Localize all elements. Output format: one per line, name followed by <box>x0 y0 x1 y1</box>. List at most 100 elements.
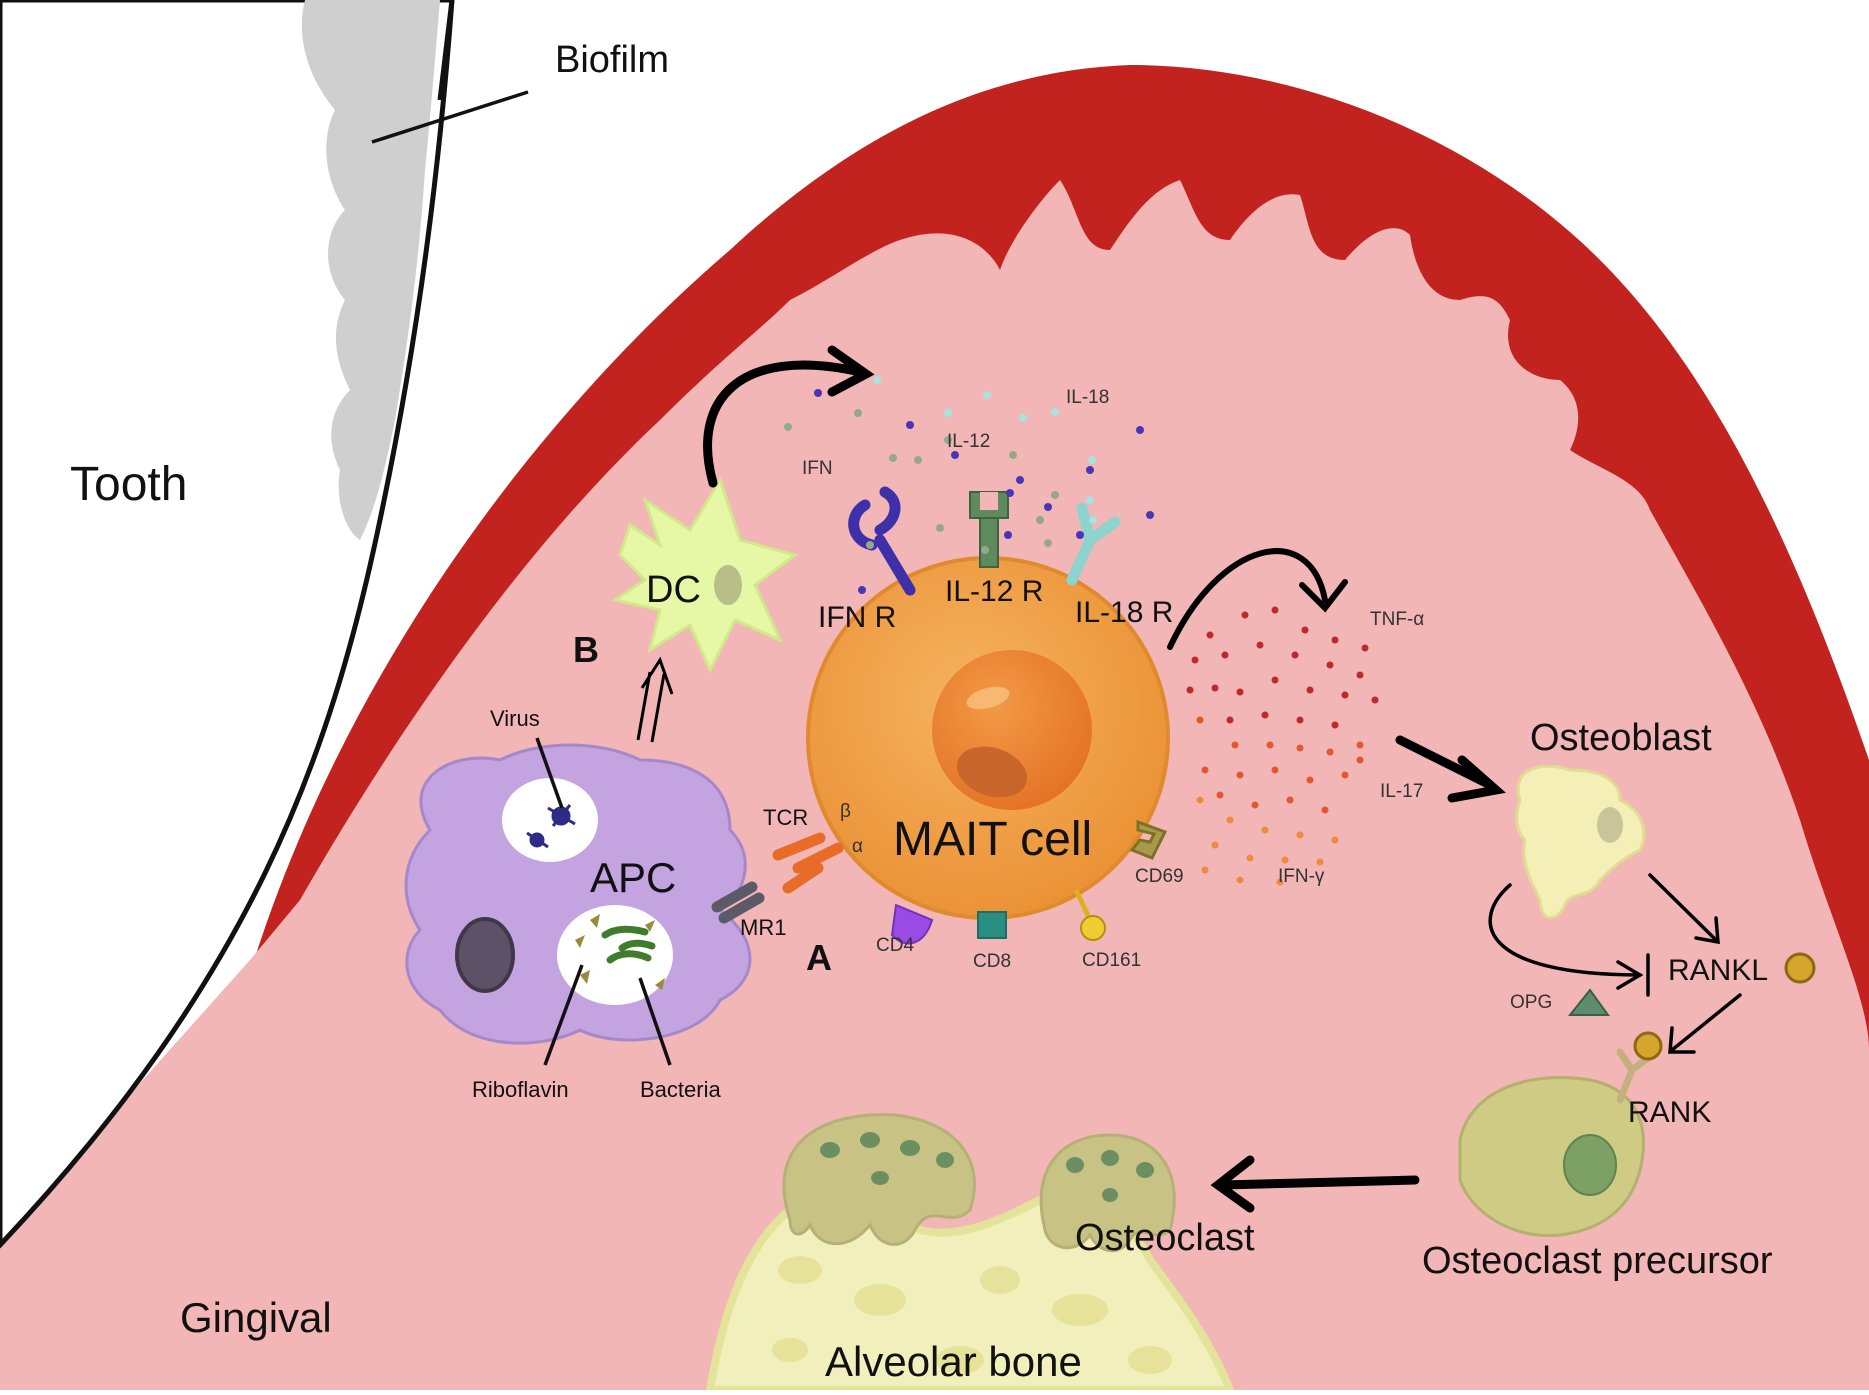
biofilm-label: Biofilm <box>555 39 669 81</box>
cytokine-dot <box>1226 716 1234 724</box>
ifn-receptor-icon <box>848 486 916 596</box>
cytokine-dot <box>1301 626 1309 634</box>
cytokine-dot <box>1211 841 1219 849</box>
cd69-icon <box>1129 819 1168 860</box>
cytokine-dot <box>873 376 881 384</box>
cytokine-dot <box>1044 539 1052 547</box>
tnf-alpha-cytokine-dots <box>1186 606 1379 729</box>
cytokine-dot <box>1246 854 1254 862</box>
cytokine-dot <box>983 391 991 399</box>
dc-to-cytokine-arrow <box>703 345 875 488</box>
cytokine-dot <box>1341 691 1349 699</box>
cytokine-dot <box>1356 741 1364 749</box>
mr1-receptor-icon <box>711 881 765 924</box>
tooth-edge <box>437 0 455 101</box>
cd4-icon <box>890 903 934 945</box>
cytokine-dot <box>1356 671 1364 679</box>
cytokine-dot <box>1261 711 1269 719</box>
cytokine-dot <box>1276 878 1284 886</box>
cytokine-dot <box>1006 489 1014 497</box>
cytokine-dot <box>1009 451 1017 459</box>
il12-label: IL-12 <box>947 431 990 452</box>
opg-inhibition-arrow <box>1488 883 1650 997</box>
precursor-to-osteoclast-arrow <box>1210 1155 1420 1213</box>
cytokine-dot <box>1196 796 1204 804</box>
cytokine-dot <box>1076 531 1084 539</box>
cytokine-dot <box>1211 684 1219 692</box>
cytokine-dot <box>944 409 952 417</box>
riboflavin-label: Riboflavin <box>472 1077 569 1102</box>
cytokine-dot <box>1241 611 1249 619</box>
cytokine-dot <box>1051 408 1059 416</box>
cytokine-dot <box>866 541 874 549</box>
cytokine-dot <box>1051 491 1059 499</box>
marker-a-label: A <box>806 937 832 978</box>
ifn-gamma-cytokine-dots <box>1196 796 1339 886</box>
cytokine-dot <box>1004 531 1012 539</box>
cd69-label: CD69 <box>1135 866 1184 887</box>
alpha-label: α <box>852 836 863 857</box>
dc-cell-icon <box>611 476 799 674</box>
rankl-icon <box>1784 952 1816 984</box>
tooth-label: Tooth <box>70 458 187 511</box>
osteoblast-cell-icon <box>1515 764 1646 919</box>
cytokine-dot <box>1356 756 1364 764</box>
tooth-shape <box>0 0 455 1249</box>
cytokine-dot <box>1326 748 1334 756</box>
alveolar-bone-label: Alveolar bone <box>825 1338 1082 1385</box>
cytokine-dot <box>944 436 952 444</box>
ifn-gamma-label: IFN-γ <box>1278 866 1325 887</box>
cytokine-dot <box>1341 771 1349 779</box>
beta-label: β <box>840 801 851 822</box>
bacteria-icon <box>601 925 656 964</box>
cytokine-dot <box>1316 858 1324 866</box>
cytokine-dot <box>1196 716 1204 724</box>
tcr-receptor-icon <box>772 832 844 894</box>
cytokine-dot <box>1019 414 1027 422</box>
cytokine-dot <box>1271 676 1279 684</box>
opg-label: OPG <box>1510 992 1552 1013</box>
marker-b-label: B <box>573 629 599 670</box>
osteoclast-precursor-label: Osteoclast precursor <box>1422 1240 1773 1282</box>
mait-to-cytokine-arrow <box>1167 548 1348 650</box>
virus-icon <box>526 804 576 849</box>
rank-label: RANK <box>1628 1096 1711 1129</box>
opg-icon <box>1567 988 1610 1016</box>
cytokine-dot <box>1146 511 1154 519</box>
cytokine-dot <box>1296 831 1304 839</box>
cytokine-dot <box>1191 656 1199 664</box>
cytokine-dot <box>1089 516 1097 524</box>
cytokine-dot <box>936 524 944 532</box>
rankl-to-rank-arrow <box>1668 993 1742 1054</box>
ifn-label: IFN <box>802 458 833 479</box>
tnf-alpha-label: TNF-α <box>1370 609 1424 630</box>
cytokine-dot <box>1206 631 1214 639</box>
ifn-r-label: IFN R <box>818 601 896 634</box>
mait-cell-label: MAIT cell <box>893 813 1092 866</box>
cytokine-to-osteoblast-arrow <box>1395 735 1506 803</box>
apc-label: APC <box>590 854 676 901</box>
cytokine-dot <box>814 389 822 397</box>
virus-label: Virus <box>490 706 540 731</box>
cytokine-dot <box>784 423 792 431</box>
cytokine-dot <box>1226 816 1234 824</box>
cytokine-dot <box>1086 466 1094 474</box>
il18-receptor-icon <box>1066 502 1121 586</box>
cytokine-dot <box>1201 766 1209 774</box>
cd161-icon <box>1073 888 1106 941</box>
il17-cytokine-dots <box>1196 716 1364 814</box>
cytokine-dot <box>914 456 922 464</box>
cytokine-dot <box>1221 651 1229 659</box>
cytokine-dot <box>1231 741 1239 749</box>
ifn-cytokine-dots <box>814 389 1154 594</box>
dc-label: DC <box>646 569 701 611</box>
cytokine-dot <box>1251 801 1259 809</box>
cytokine-dot <box>1044 503 1052 511</box>
rankl-label: RANKL <box>1668 954 1768 987</box>
cytokine-dot <box>1201 866 1209 874</box>
il18-cytokine-dots <box>873 376 1097 524</box>
mr1-label: MR1 <box>740 915 786 940</box>
cytokine-dot <box>1216 791 1224 799</box>
